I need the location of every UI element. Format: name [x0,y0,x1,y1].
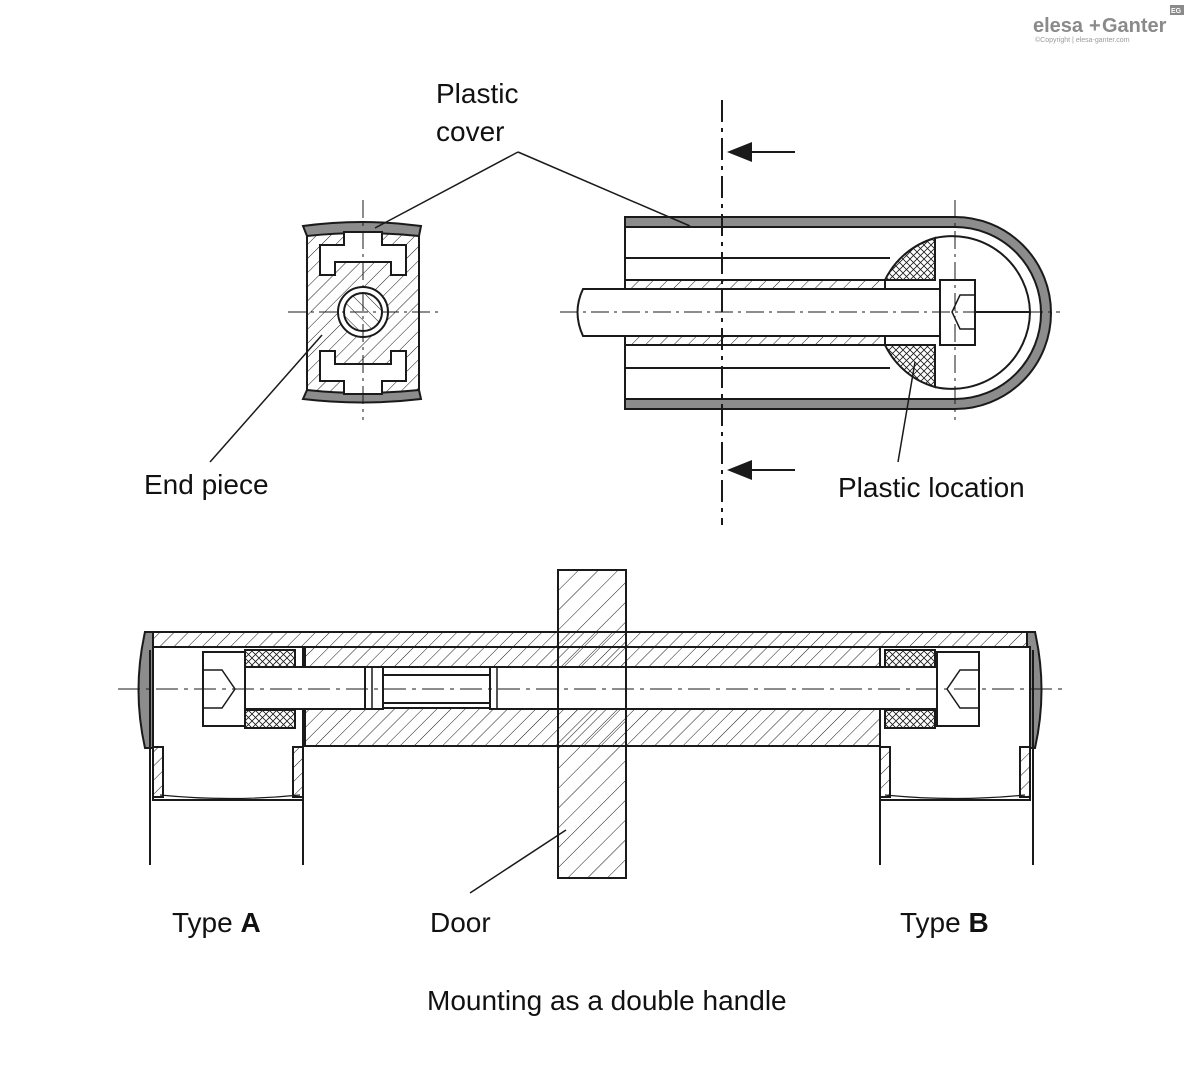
end-piece-label: End piece [144,469,269,500]
logo-badge-text: EG [1171,8,1182,15]
plastic-cover-label-line2: cover [436,116,504,147]
type-b-prefix: Type [900,907,968,938]
logo-plus-text: + [1089,15,1101,37]
type-a-prefix: Type [172,907,240,938]
type-a-label: Type A [172,907,261,938]
end-piece-section [288,200,440,420]
brand-logo: elesa + Ganter EG ©Copyright | elesa-gan… [1033,5,1184,44]
type-b-letter: B [968,907,988,938]
handle-longitudinal-section [560,100,1060,525]
logo-left-text: elesa [1033,15,1084,37]
leader-lines-top [209,151,916,463]
plastic-location-label: Plastic location [838,472,1025,503]
copyright-text: ©Copyright | elesa-ganter.com [1035,36,1130,44]
plastic-cover-label-line1: Plastic [436,78,518,109]
door-label: Door [430,907,491,938]
logo-badge [1170,5,1184,15]
type-a-letter: A [240,907,260,938]
logo-right-text: Ganter [1102,15,1167,37]
type-b-label: Type B [900,907,989,938]
caption-text: Mounting as a double handle [427,985,787,1016]
door-leader-line [469,829,567,894]
double-handle-assembly [118,569,1065,879]
